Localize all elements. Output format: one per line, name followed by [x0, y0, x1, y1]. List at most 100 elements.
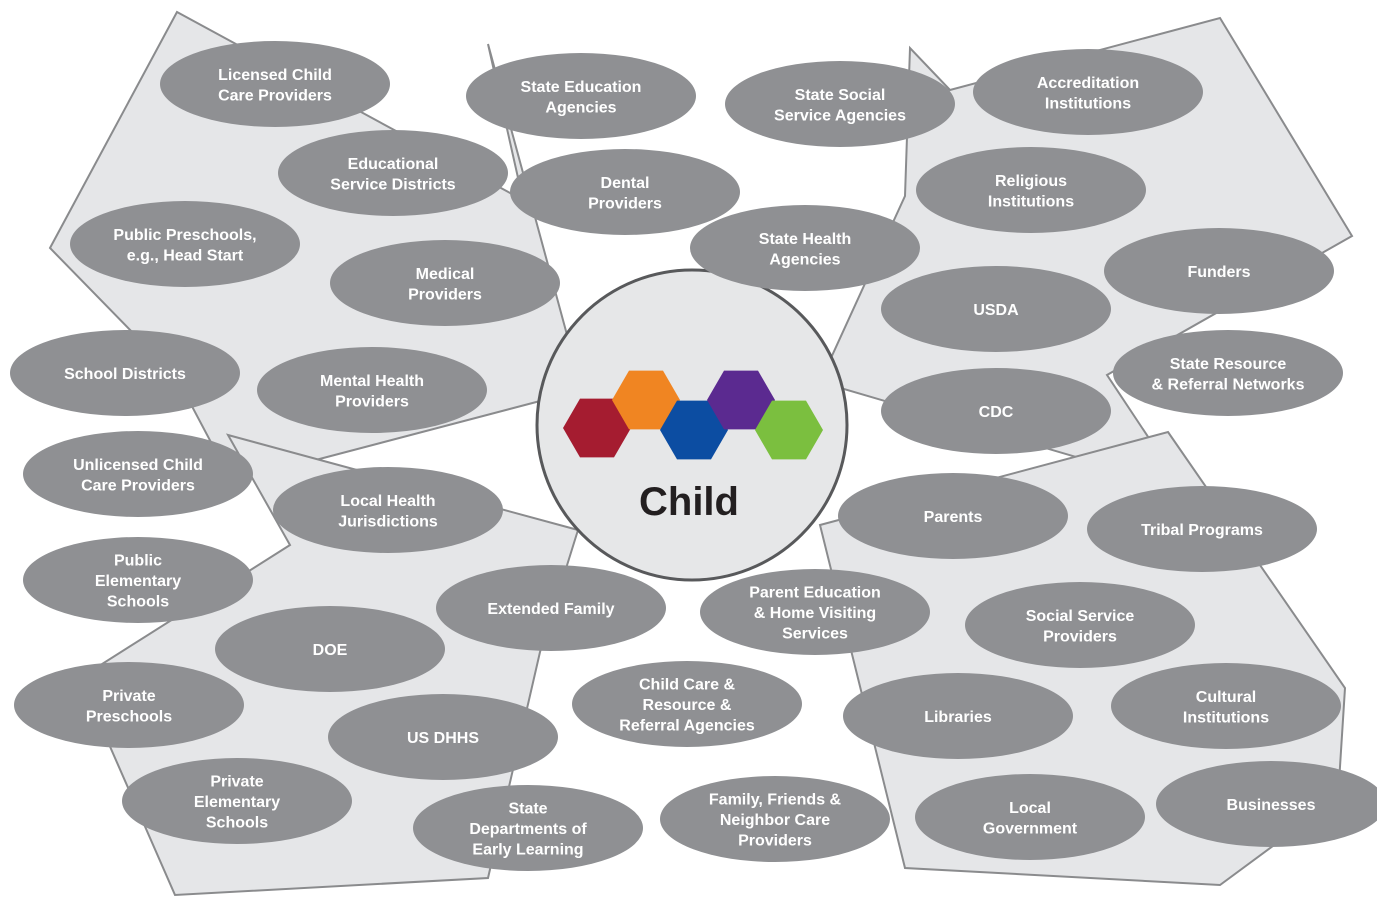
center-label: Child	[639, 480, 739, 524]
node-label-line: Religious	[995, 173, 1067, 190]
node-label-line: Licensed Child	[218, 67, 332, 84]
node-label-line: Resource &	[643, 697, 732, 714]
node-label-line: Government	[983, 820, 1078, 837]
node-label-line: Social Service	[1026, 608, 1135, 625]
node-label-line: Public Preschools,	[113, 227, 256, 244]
node-ellipse	[916, 147, 1146, 233]
node-ellipse	[328, 694, 558, 780]
node-ellipse	[14, 662, 244, 748]
node-label-line: Public	[114, 553, 162, 570]
node-label-line: & Referral Networks	[1152, 376, 1305, 393]
node-label-line: Providers	[1043, 628, 1117, 645]
node-ellipse	[973, 49, 1203, 135]
node-ellipse	[413, 785, 643, 871]
node-funders: Funders	[1104, 228, 1334, 314]
node-doe: DOE	[215, 606, 445, 692]
node-ellipse	[257, 347, 487, 433]
node-label-line: Local	[1009, 800, 1051, 817]
node-school-districts: School Districts	[10, 330, 240, 416]
node-label-line: State Health	[759, 231, 851, 248]
node-ellipse	[1104, 228, 1334, 314]
node-label-line: Private	[210, 774, 263, 791]
node-ellipse	[330, 240, 560, 326]
node-label-line: Institutions	[1183, 709, 1269, 726]
node-label-line: Early Learning	[472, 842, 583, 859]
node-label-line: Extended Family	[487, 601, 614, 618]
node-label-line: Local Health	[340, 493, 435, 510]
node-ellipse	[215, 606, 445, 692]
node-label-line: Private	[102, 688, 155, 705]
node-ellipse	[23, 431, 253, 517]
node-parents: Parents	[838, 473, 1068, 559]
node-ellipse	[700, 569, 930, 655]
node-ellipse	[725, 61, 955, 147]
node-ellipse	[915, 774, 1145, 860]
node-label-line: e.g., Head Start	[127, 247, 244, 264]
node-label-line: Preschools	[86, 708, 172, 725]
node-ellipse	[10, 330, 240, 416]
node-label-line: Dental	[601, 175, 650, 192]
node-label-line: Institutions	[1045, 95, 1131, 112]
hex-orange-icon	[612, 370, 680, 430]
node-ellipse	[273, 467, 503, 553]
node-label-line: Medical	[416, 266, 475, 283]
node-ellipse	[1111, 663, 1341, 749]
node-label-line: Unlicensed Child	[73, 457, 203, 474]
node-label-line: US DHHS	[407, 730, 479, 747]
node-label-line: & Home Visiting	[754, 605, 876, 622]
node-label-line: Libraries	[924, 709, 992, 726]
node-label-line: Elementary	[194, 794, 280, 811]
node-label-line: Jurisdictions	[338, 513, 438, 530]
node-label-line: Neighbor Care	[720, 812, 830, 829]
node-label-line: Accreditation	[1037, 75, 1139, 92]
node-ellipse	[843, 673, 1073, 759]
node-label-line: Educational	[348, 156, 439, 173]
node-ellipse	[965, 582, 1195, 668]
node-libraries: Libraries	[843, 673, 1073, 759]
node-us-dhhs: US DHHS	[328, 694, 558, 780]
node-label-line: CDC	[979, 404, 1014, 421]
node-label-line: USDA	[973, 302, 1019, 319]
node-label-line: State Resource	[1170, 356, 1287, 373]
node-ellipse	[881, 368, 1111, 454]
node-ellipse	[1087, 486, 1317, 572]
node-ellipse	[690, 205, 920, 291]
node-child-care-resource-referral: Child Care & Resource & Referral Agencies	[572, 661, 802, 747]
node-label-line: Institutions	[988, 193, 1074, 210]
hex-purple-icon	[707, 370, 775, 430]
node-label-line: Referral Agencies	[619, 718, 755, 735]
node-label-line: School Districts	[64, 366, 186, 383]
node-label-line: Elementary	[95, 573, 181, 590]
node-ellipse	[510, 149, 740, 235]
node-label-line: Child Care &	[639, 677, 735, 694]
node-label-line: Providers	[588, 195, 662, 212]
node-ellipse	[660, 776, 890, 862]
node-label-line: Care Providers	[218, 87, 332, 104]
node-label-line: Funders	[1187, 264, 1250, 281]
node-ellipse	[1113, 330, 1343, 416]
node-public-preschools: Public Preschools, e.g., Head Start	[70, 201, 300, 287]
node-label-line: Schools	[206, 815, 268, 832]
node-label-line: Agencies	[769, 251, 840, 268]
node-label-line: Providers	[408, 286, 482, 303]
hex-green-icon	[755, 400, 823, 460]
node-label-line: State Education	[521, 79, 642, 96]
